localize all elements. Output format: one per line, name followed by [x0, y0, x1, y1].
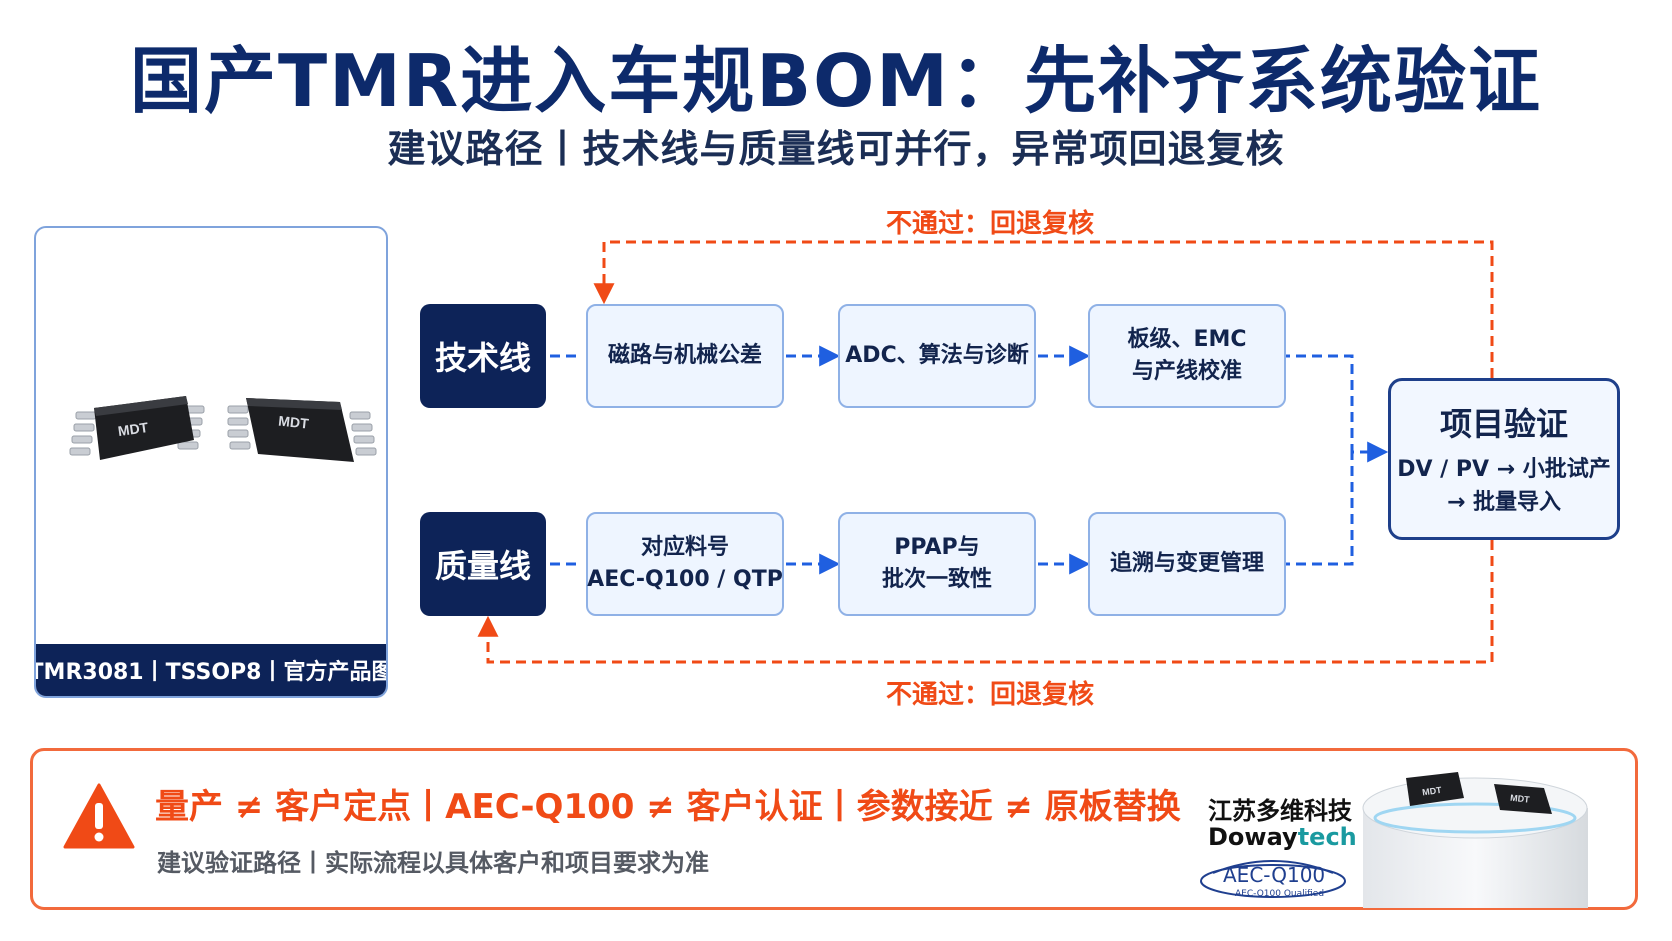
fail-loop-bottom: [477, 540, 1494, 664]
fail-label-bottom: 不通过：回退复核: [885, 680, 1094, 710]
verification-title: 项目验证: [1439, 405, 1568, 443]
quality-step-3: 追溯与变更管理: [1088, 512, 1286, 616]
fail-label-top: 不通过：回退复核: [885, 209, 1094, 239]
tech-step-3-line-1: 板级、EMC: [1127, 327, 1247, 353]
page-subtitle: 建议路径丨技术线与质量线可并行，异常项回退复核: [387, 127, 1285, 171]
tech-line-label: 技术线: [420, 304, 546, 408]
svg-text:MDT: MDT: [117, 419, 150, 439]
fail-loop-top: [593, 240, 1494, 378]
tech-step-1-text: 磁路与机械公差: [607, 343, 762, 369]
brand-name-cn: 江苏多维科技: [1208, 797, 1352, 825]
arrow-quality-to-verify: [1280, 452, 1354, 566]
quality-step-1-line-2: AEC-Q100 / QTP: [587, 567, 783, 592]
quality-step-1-line-1: 对应料号: [640, 535, 729, 561]
aec-badge-small-label: AEC-Q100 Qualified: [1235, 889, 1325, 899]
tech-step-2-text: ADC、算法与诊断: [845, 343, 1029, 369]
quality-step-3-text: 追溯与变更管理: [1109, 551, 1264, 577]
tech-step-3-line-2: 与产线校准: [1131, 359, 1242, 384]
aec-q100-badge: [1200, 860, 1346, 898]
quality-step-2: PPAP与 批次一致性: [838, 512, 1036, 616]
warning-main-text: 量产 ≠ 客户定点丨AEC-Q100 ≠ 客户认证丨参数接近 ≠ 原板替换: [155, 787, 1181, 827]
brand-name-en-part1: Doway: [1208, 823, 1298, 851]
product-pedestal-image: MDT MDT: [1362, 772, 1588, 908]
brand-name-en-part2: tech: [1297, 823, 1357, 851]
warning-sub-text: 建议验证路径丨实际流程以具体客户和项目要求为准: [157, 849, 709, 877]
svg-text:MDT: MDT: [278, 413, 310, 432]
svg-text:MDT: MDT: [1510, 793, 1531, 805]
quality-line-label: 质量线: [420, 512, 546, 616]
verification-line-1: DV / PV → 小批试产: [1397, 457, 1611, 482]
tech-step-3: 板级、EMC 与产线校准: [1088, 304, 1286, 408]
verification-line-2: → 批量导入: [1446, 490, 1562, 515]
quality-step-2-line-2: 批次一致性: [881, 567, 992, 592]
quality-step-2-line-1: PPAP与: [894, 535, 980, 561]
pedestal-chip-right: MDT: [1494, 784, 1552, 814]
chip-image-left: MDT: [69, 396, 205, 460]
tech-step-1: 磁路与机械公差: [586, 304, 784, 408]
pedestal-chip-left: MDT: [1406, 772, 1464, 806]
quality-step-1: 对应料号 AEC-Q100 / QTP: [586, 512, 784, 616]
product-caption: TMR3081丨TSSOP8丨官方产品图: [36, 644, 386, 696]
warning-triangle-icon: [63, 783, 135, 849]
product-photo-card: MDT MDT TMR3081丨TSSOP8丨官方产品图: [34, 226, 388, 698]
arrow-tech-to-verify: [1280, 354, 1389, 463]
chip-image-right: MDT: [227, 398, 377, 462]
brand-name-en: Dowaytech: [1208, 823, 1357, 851]
project-verification-box: 项目验证 DV / PV → 小批试产 → 批量导入: [1388, 378, 1620, 540]
tech-step-2: ADC、算法与诊断: [838, 304, 1036, 408]
page-title: 国产TMR进入车规BOM：先补齐系统验证: [130, 39, 1542, 123]
svg-text:MDT: MDT: [1422, 785, 1443, 798]
aec-badge-label: AEC-Q100: [1223, 863, 1326, 887]
